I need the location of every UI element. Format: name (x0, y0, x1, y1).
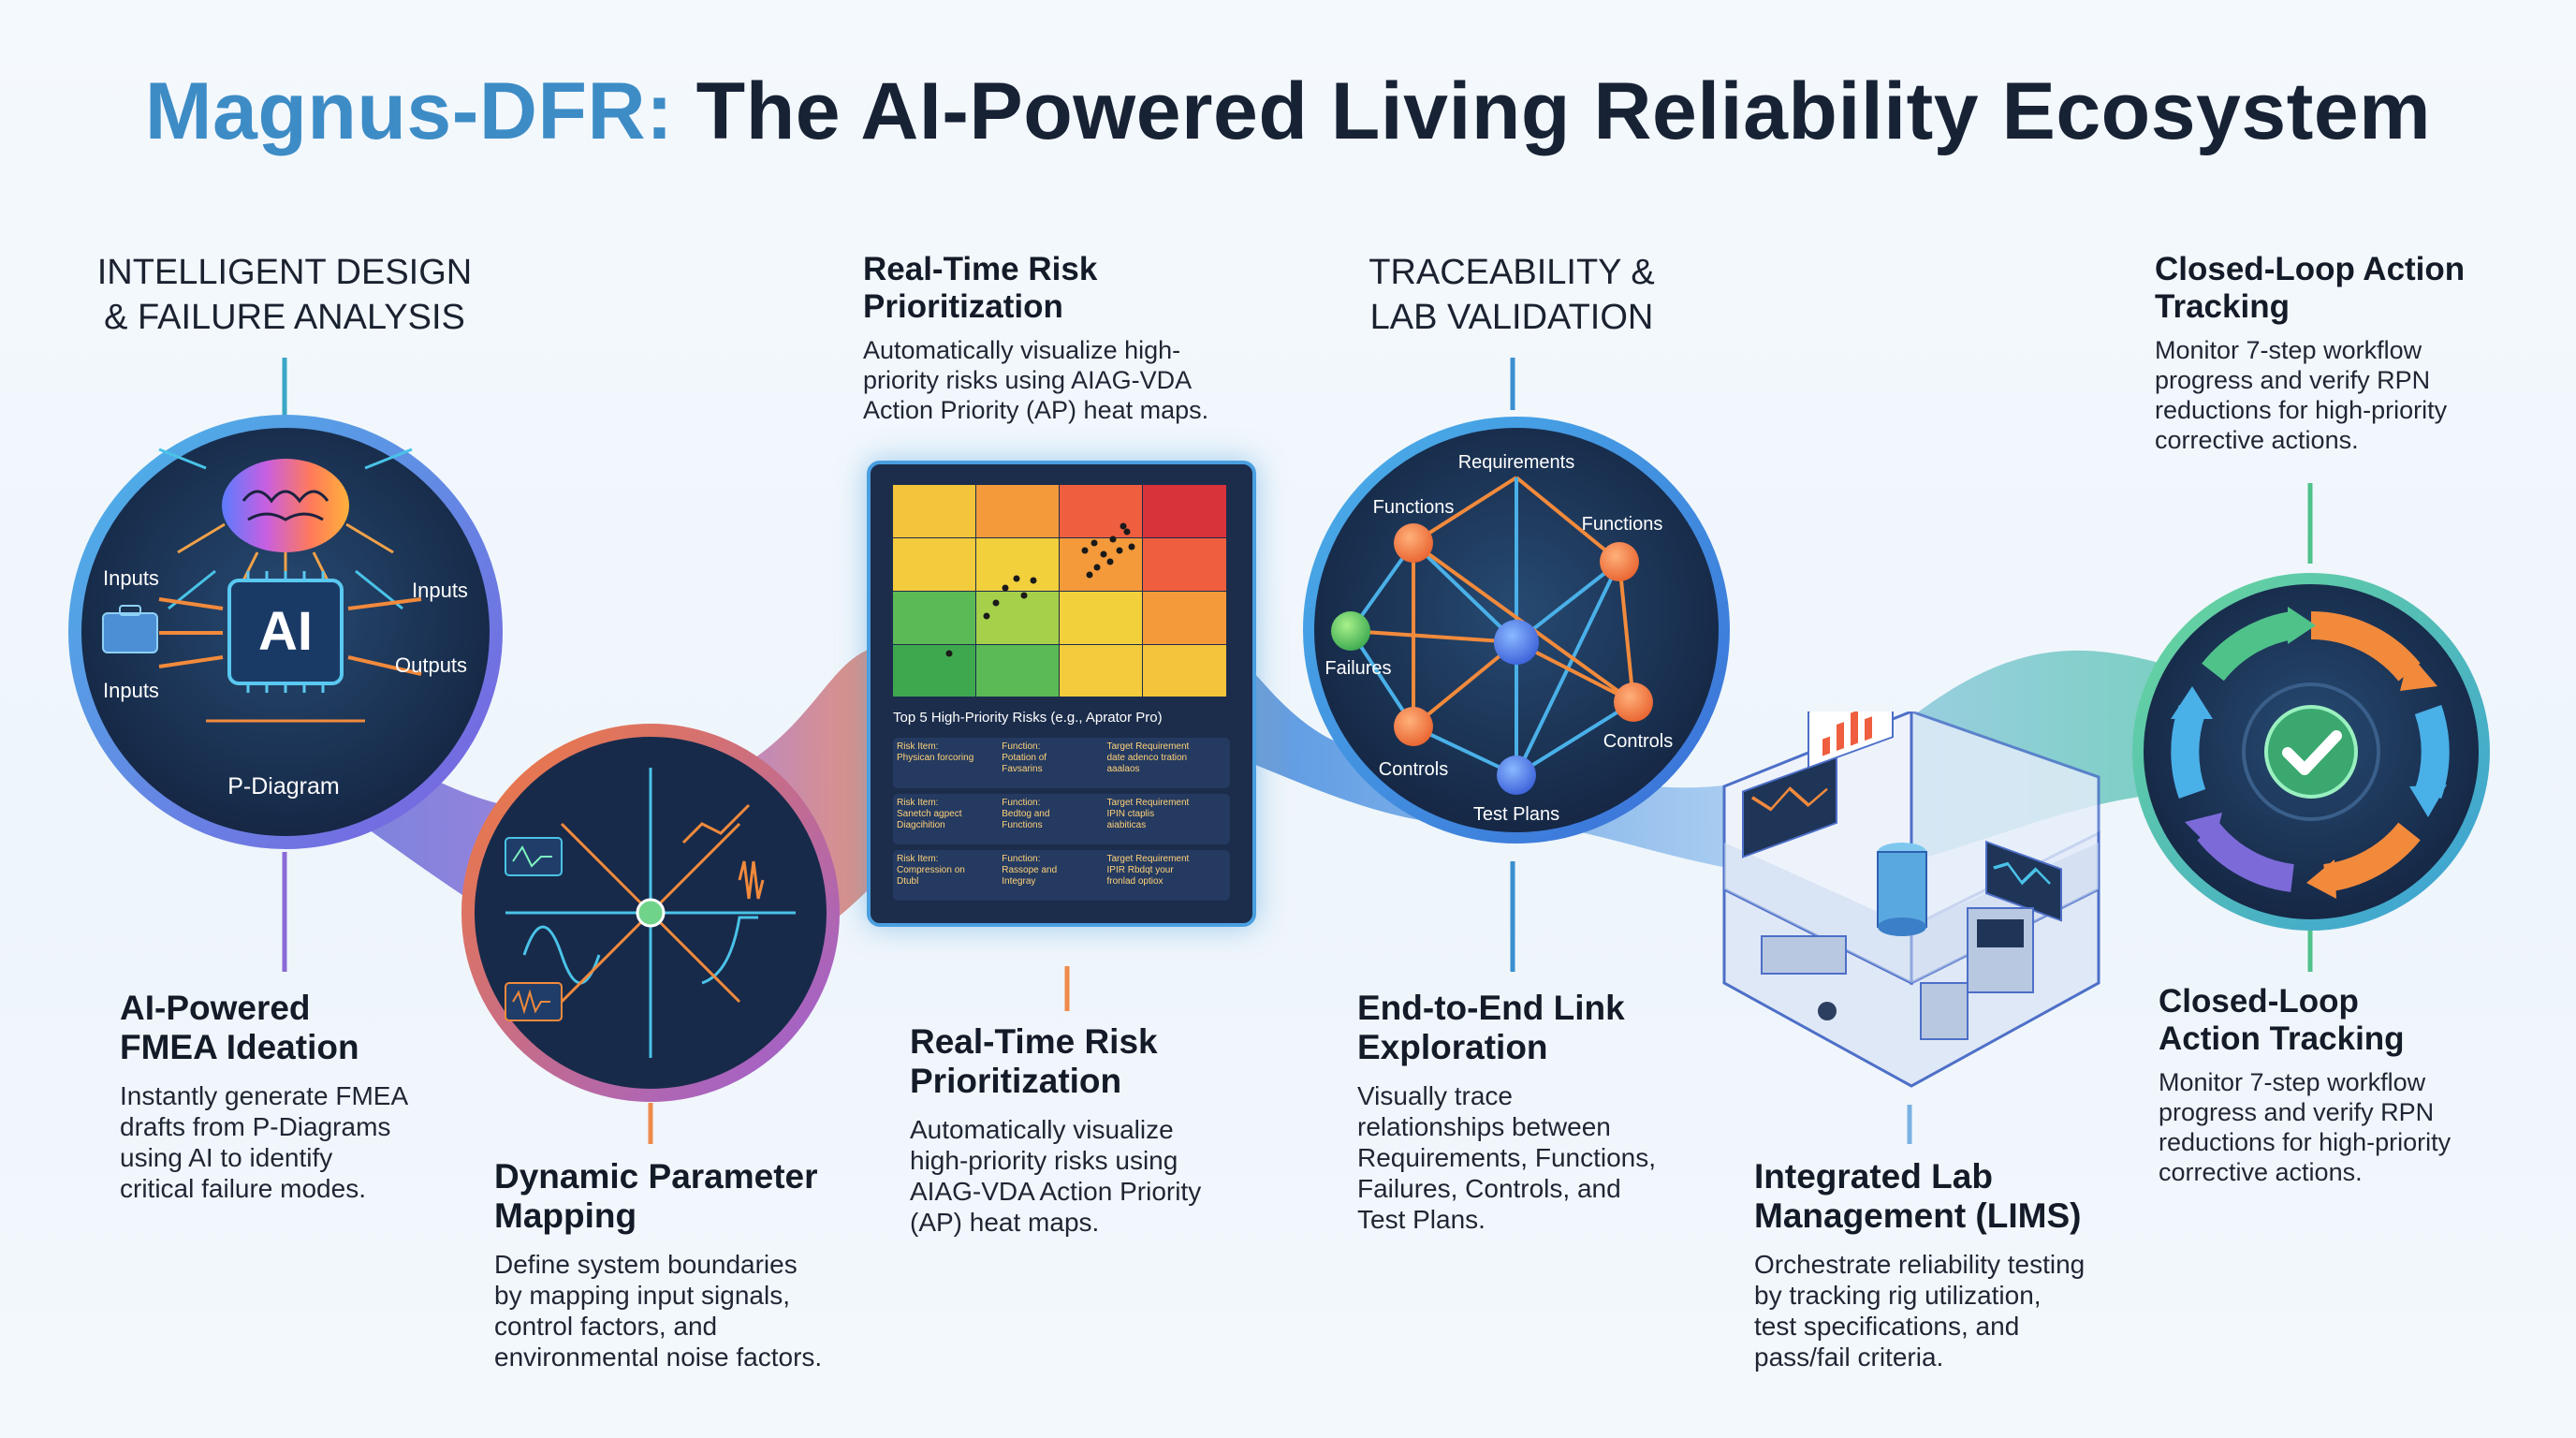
label-functions-right: Functions (1582, 514, 1663, 535)
callout-heading: Closed-Loop Action Tracking (2155, 251, 2466, 325)
callout-body: Orchestrate reliability testing by track… (1754, 1249, 2086, 1372)
node-failures (1331, 611, 1370, 651)
lab-machine (1920, 982, 1969, 1040)
lab-monitor-icon (1742, 756, 1837, 858)
lab-chart-board-icon (1808, 712, 1894, 770)
risk-item-cell: Risk Item: Compression on Dtubl (897, 854, 965, 887)
node-controls-right (1614, 682, 1653, 722)
node-controls-left (1394, 707, 1433, 746)
callout-closed-top: Closed-Loop Action Tracking Monitor 7-st… (2155, 251, 2548, 456)
ai-chip-icon: AI (227, 571, 344, 693)
node-center (1494, 620, 1539, 665)
callout-body: Visually trace relationships between Req… (1357, 1080, 1657, 1234)
risk-item-cell: Risk Item: Sanetch agpect Diagcihition (897, 798, 962, 830)
closed-loop-circle (2132, 573, 2490, 931)
briefcase-icon (102, 605, 158, 653)
callout-body: Monitor 7-step workflow progress and ver… (2155, 336, 2448, 454)
callout-body: Define system boundaries by mapping inpu… (494, 1249, 823, 1372)
brand-name: Magnus-DFR: (144, 66, 674, 156)
callout-closed-bottom: Closed-Loop Action Tracking Monitor 7-st… (2159, 983, 2552, 1188)
caption-traceability: TRACEABILITY & LAB VALIDATION (1368, 253, 1655, 337)
lab-chair-icon (1818, 1002, 1837, 1020)
cycle-arrow-green (2202, 611, 2295, 682)
signal-monitor-icon (505, 837, 563, 876)
label-requirements: Requirements (1458, 452, 1575, 473)
page-title: Magnus-DFR: The AI-Powered Living Reliab… (0, 66, 2576, 158)
callout-link: End-to-End Link Exploration Visually tra… (1357, 989, 1732, 1235)
input-label-3: Inputs (412, 579, 468, 602)
cycle-arrow-blue (2414, 705, 2450, 799)
target-cell: Target Requirement IPIR Rbdqt your fronl… (1106, 854, 1190, 887)
function-cell: Function: Rassope and Integray (1002, 854, 1058, 887)
cycle-arrow-blue-2 (2171, 705, 2206, 799)
lab-bench (1761, 935, 1847, 975)
cycle-arrow-orange-2 (2322, 822, 2421, 892)
parameter-mapping-circle (461, 724, 840, 1102)
callout-body: Automatically visualize high-priority ri… (910, 1114, 1202, 1237)
callout-fmea: AI-Powered FMEA Ideation Instantly gener… (120, 989, 494, 1204)
callout-heading: Real-Time Risk Prioritization (910, 1022, 1158, 1100)
risk-item-cell: Risk Item: Physican forcoring (897, 741, 974, 763)
callout-heading: Dynamic Parameter Mapping (494, 1157, 818, 1235)
caption-design: INTELLIGENT DESIGN & FAILURE ANALYSIS (96, 253, 473, 337)
label-test-plans: Test Plans (1473, 804, 1559, 825)
function-cell: Function: Potation of Favsarins (1002, 741, 1047, 774)
target-cell: Target Requirement date adenco tration a… (1106, 741, 1190, 774)
callout-risk-top: Real-Time Risk Prioritization Automatica… (863, 251, 1256, 426)
cycle-arrow-orange (2310, 610, 2421, 682)
test-rig-icon (1877, 843, 1927, 936)
outputs-label: Outputs (395, 653, 467, 677)
callout-heading: Integrated Lab Management (LIMS) (1754, 1157, 2082, 1235)
callout-heading: Real-Time Risk Prioritization (863, 251, 1098, 325)
risk-row: Risk Item: Physican forcoring Function: … (893, 738, 1230, 788)
brain-icon (222, 459, 349, 552)
node-functions-left (1394, 523, 1433, 563)
callout-lims: Integrated Lab Management (LIMS) Orchest… (1754, 1157, 2147, 1372)
p-diagram-label: P-Diagram (227, 773, 339, 800)
callout-body: Monitor 7-step workflow progress and ver… (2159, 1068, 2452, 1186)
input-label-1: Inputs (103, 566, 159, 590)
callout-heading: End-to-End Link Exploration (1357, 989, 1625, 1066)
risk-row: Risk Item: Compression on Dtubl Function… (893, 850, 1230, 901)
risk-row: Risk Item: Sanetch agpect Diagcihition F… (893, 794, 1230, 844)
target-cell: Target Requirement IPIN ctaplis aiabitic… (1106, 798, 1190, 830)
lab-screen-right-icon (1985, 840, 2062, 922)
callout-body: Instantly generate FMEA drafts from P-Di… (120, 1080, 409, 1203)
callout-risk-bottom: Real-Time Risk Prioritization Automatica… (910, 1022, 1284, 1238)
center-node-icon (636, 898, 666, 928)
callout-body: Automatically visualize high- priority r… (863, 336, 1209, 424)
label-functions-left: Functions (1373, 497, 1455, 518)
label-controls-right: Controls (1603, 731, 1673, 752)
risk-table: Risk Item: Physican forcoring Function: … (893, 738, 1230, 901)
input-label-2: Inputs (103, 679, 159, 702)
heatmap-card: Top 5 High-Priority Risks (e.g., Aprator… (867, 461, 1256, 927)
function-cell: Function: Bedtog and Functions (1002, 798, 1050, 830)
node-test-plans (1497, 756, 1536, 795)
heatmap-title: Top 5 High-Priority Risks (e.g., Aprator… (893, 710, 1163, 726)
callout-heading: Closed-Loop Action Tracking (2159, 983, 2405, 1057)
label-controls-left: Controls (1379, 759, 1448, 780)
title-text: The AI-Powered Living Reliability Ecosys… (673, 66, 2432, 156)
p-diagram-circle: AI Inputs Inputs Inputs Outputs P-Diagra… (68, 415, 503, 849)
node-functions-right (1600, 542, 1639, 581)
chip-label: AI (258, 601, 313, 662)
heatmap-grid (893, 485, 1226, 697)
traceability-network-circle: Requirements Functions Functions Failure… (1303, 417, 1730, 844)
check-icon (2264, 705, 2358, 799)
callout-heading: AI-Powered FMEA Ideation (120, 989, 359, 1066)
label-failures: Failures (1325, 658, 1391, 679)
callout-param: Dynamic Parameter Mapping Define system … (494, 1157, 887, 1372)
lims-lab-illustration (1722, 712, 2100, 1088)
noise-monitor-icon (505, 982, 563, 1021)
